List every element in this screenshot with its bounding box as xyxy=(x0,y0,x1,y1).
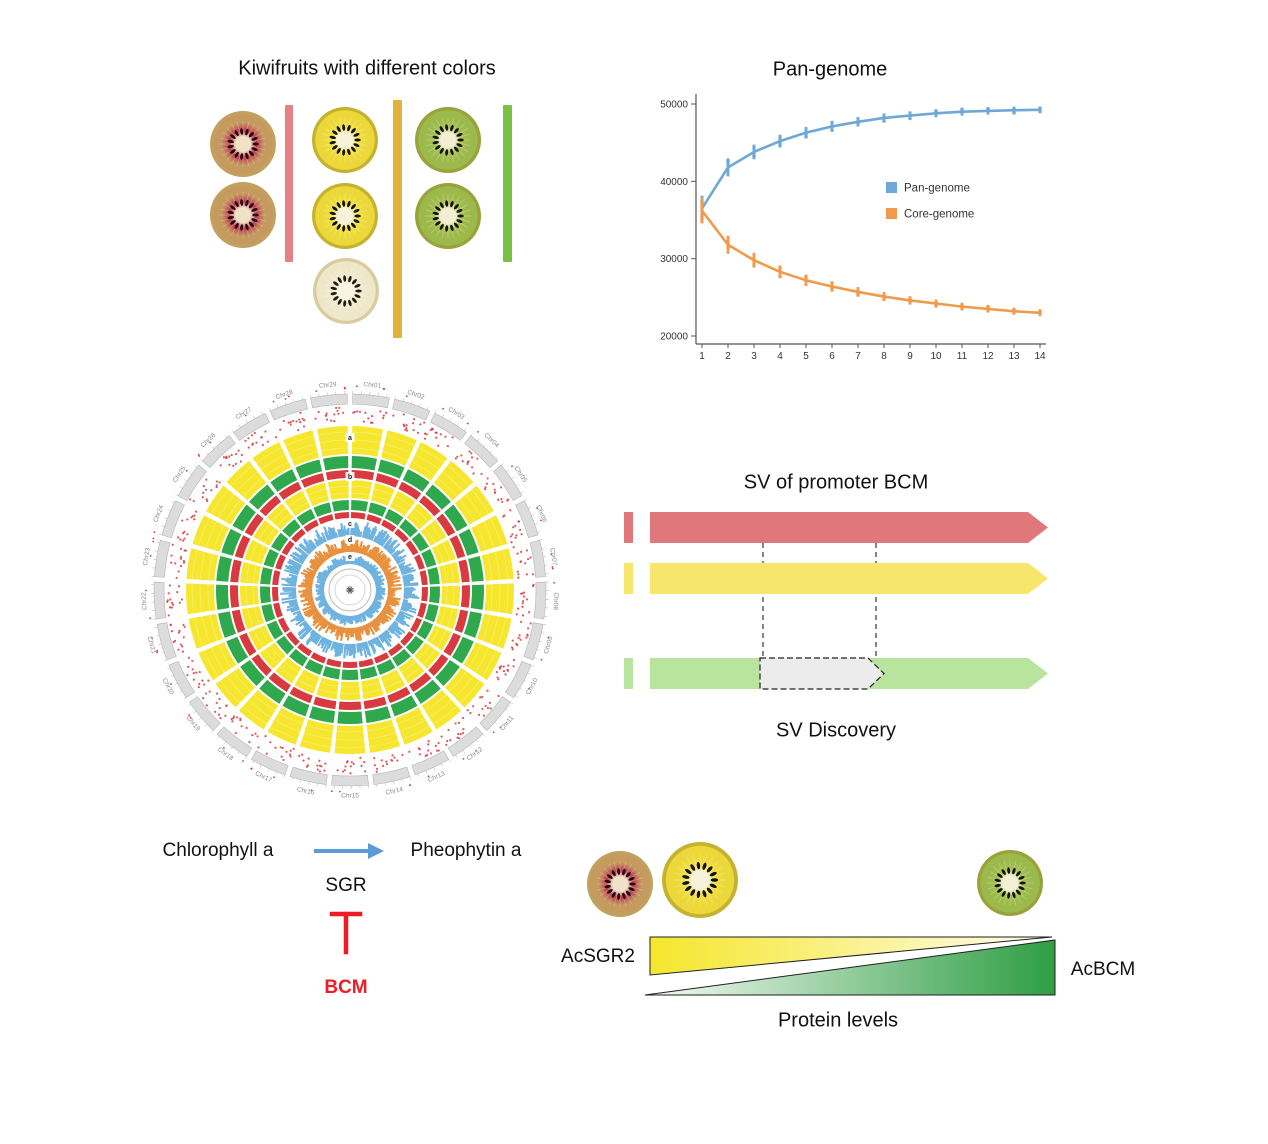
svg-text:5: 5 xyxy=(803,351,809,362)
kiwi-green-protein xyxy=(977,850,1043,916)
svg-text:Chr02: Chr02 xyxy=(406,389,425,401)
svg-text:Chr28: Chr28 xyxy=(275,389,294,401)
yellow-group-bar xyxy=(393,100,402,338)
svg-text:2: 2 xyxy=(725,351,731,362)
svg-text:Core-genome: Core-genome xyxy=(904,209,974,221)
enzyme-label: SGR xyxy=(325,875,367,896)
svg-text:Chr05: Chr05 xyxy=(512,465,528,484)
sv-title: SV of promoter BCM xyxy=(743,471,929,494)
svg-text:Chr26: Chr26 xyxy=(200,432,218,450)
svg-text:Chr09: Chr09 xyxy=(543,635,555,654)
svg-text:9: 9 xyxy=(907,351,913,362)
svg-text:6: 6 xyxy=(829,351,835,362)
svg-text:Chr19: Chr19 xyxy=(184,714,201,732)
svg-text:Chr23: Chr23 xyxy=(142,547,152,566)
acbcm-label: AcBCM xyxy=(1070,959,1136,980)
svg-text:Chr06: Chr06 xyxy=(535,504,548,523)
svg-text:7: 7 xyxy=(855,351,861,362)
product-label: Pheophytin a xyxy=(410,840,522,861)
reaction-arrow-head xyxy=(368,843,384,859)
kiwi-yellow-2 xyxy=(312,183,378,249)
svg-text:Chr21: Chr21 xyxy=(146,636,158,655)
kiwi-red-protein xyxy=(587,851,653,917)
svg-text:Chr25: Chr25 xyxy=(172,465,188,484)
kiwi-yellow-1 xyxy=(312,107,378,173)
svg-text:Pan-genome: Pan-genome xyxy=(904,183,970,195)
svg-text:e: e xyxy=(348,554,352,561)
sv-yellow-promoter-arrow xyxy=(650,563,1048,594)
svg-text:4: 4 xyxy=(777,351,783,362)
svg-text:Chr12: Chr12 xyxy=(466,746,485,763)
svg-text:Chr04: Chr04 xyxy=(483,432,501,450)
svg-text:b: b xyxy=(348,474,352,481)
svg-text:Chr22: Chr22 xyxy=(141,592,149,610)
svg-text:12: 12 xyxy=(982,351,994,362)
acsgr2-label: AcSGR2 xyxy=(561,946,635,967)
svg-text:14: 14 xyxy=(1034,351,1046,362)
svg-text:Chr03: Chr03 xyxy=(447,406,466,421)
red-group-bar xyxy=(285,105,293,262)
svg-text:Chr27: Chr27 xyxy=(235,406,254,421)
kiwi-pale-1 xyxy=(313,258,379,324)
sv-green-mini-bar xyxy=(624,658,633,689)
reaction-arrow xyxy=(314,843,384,859)
svg-text:Chr15: Chr15 xyxy=(341,793,359,800)
svg-text:1: 1 xyxy=(699,351,705,362)
svg-text:d: d xyxy=(348,537,352,544)
circos-genome-plot: Chr01Chr02Chr03Chr04Chr05Chr06Chr07Chr08… xyxy=(141,382,560,800)
svg-text:Chr16: Chr16 xyxy=(296,786,315,797)
svg-text:13: 13 xyxy=(1008,351,1020,362)
panel-a-title: Kiwifruits with different colors xyxy=(238,57,496,80)
svg-text:Chr13: Chr13 xyxy=(427,770,446,784)
svg-text:Chr10: Chr10 xyxy=(525,677,540,696)
svg-text:30000: 30000 xyxy=(660,254,688,265)
substrate-label: Chlorophyll a xyxy=(162,840,274,861)
svg-text:10: 10 xyxy=(930,351,942,362)
svg-text:20000: 20000 xyxy=(660,332,688,343)
protein-levels-caption: Protein levels xyxy=(777,1009,899,1032)
acbcm-gradient-triangle xyxy=(644,939,1056,996)
sv-yellow-mini-bar xyxy=(624,563,633,594)
inhibition-symbol xyxy=(329,911,363,955)
svg-text:Chr24: Chr24 xyxy=(152,504,165,523)
svg-text:c: c xyxy=(348,521,352,528)
svg-text:3: 3 xyxy=(751,351,757,362)
kiwi-green-1 xyxy=(415,107,481,173)
svg-text:Chr18: Chr18 xyxy=(216,746,235,763)
green-group-bar xyxy=(503,105,512,262)
protein-gradient-triangles xyxy=(644,936,1056,996)
svg-text:Chr14: Chr14 xyxy=(385,786,404,797)
sv-caption: SV Discovery xyxy=(775,719,897,742)
acsgr2-gradient-triangle xyxy=(649,936,1053,976)
svg-text:40000: 40000 xyxy=(660,177,688,188)
svg-text:50000: 50000 xyxy=(660,100,688,111)
sv-red-mini-bar xyxy=(624,512,633,543)
svg-text:11: 11 xyxy=(957,351,968,362)
kiwi-red-2 xyxy=(210,182,276,248)
svg-text:Chr07: Chr07 xyxy=(548,547,558,566)
svg-text:Chr29: Chr29 xyxy=(319,382,338,390)
pan-genome-title: Pan-genome xyxy=(772,58,888,81)
svg-text:a: a xyxy=(348,435,352,442)
svg-text:Chr01: Chr01 xyxy=(363,382,382,390)
svg-text:8: 8 xyxy=(881,351,887,362)
inhibitor-label: BCM xyxy=(324,977,368,998)
svg-text:Chr20: Chr20 xyxy=(161,677,176,696)
kiwi-red-1 xyxy=(210,111,276,177)
kiwi-yellow-protein xyxy=(662,842,738,918)
svg-text:Chr17: Chr17 xyxy=(254,770,273,784)
svg-text:Chr08: Chr08 xyxy=(551,592,559,610)
sv-promoter-diagram xyxy=(624,512,1048,690)
svg-text:Chr11: Chr11 xyxy=(499,714,516,732)
sv-deletion-region xyxy=(759,657,885,690)
kiwi-green-2 xyxy=(415,183,481,249)
sv-red-promoter-arrow xyxy=(650,512,1048,543)
